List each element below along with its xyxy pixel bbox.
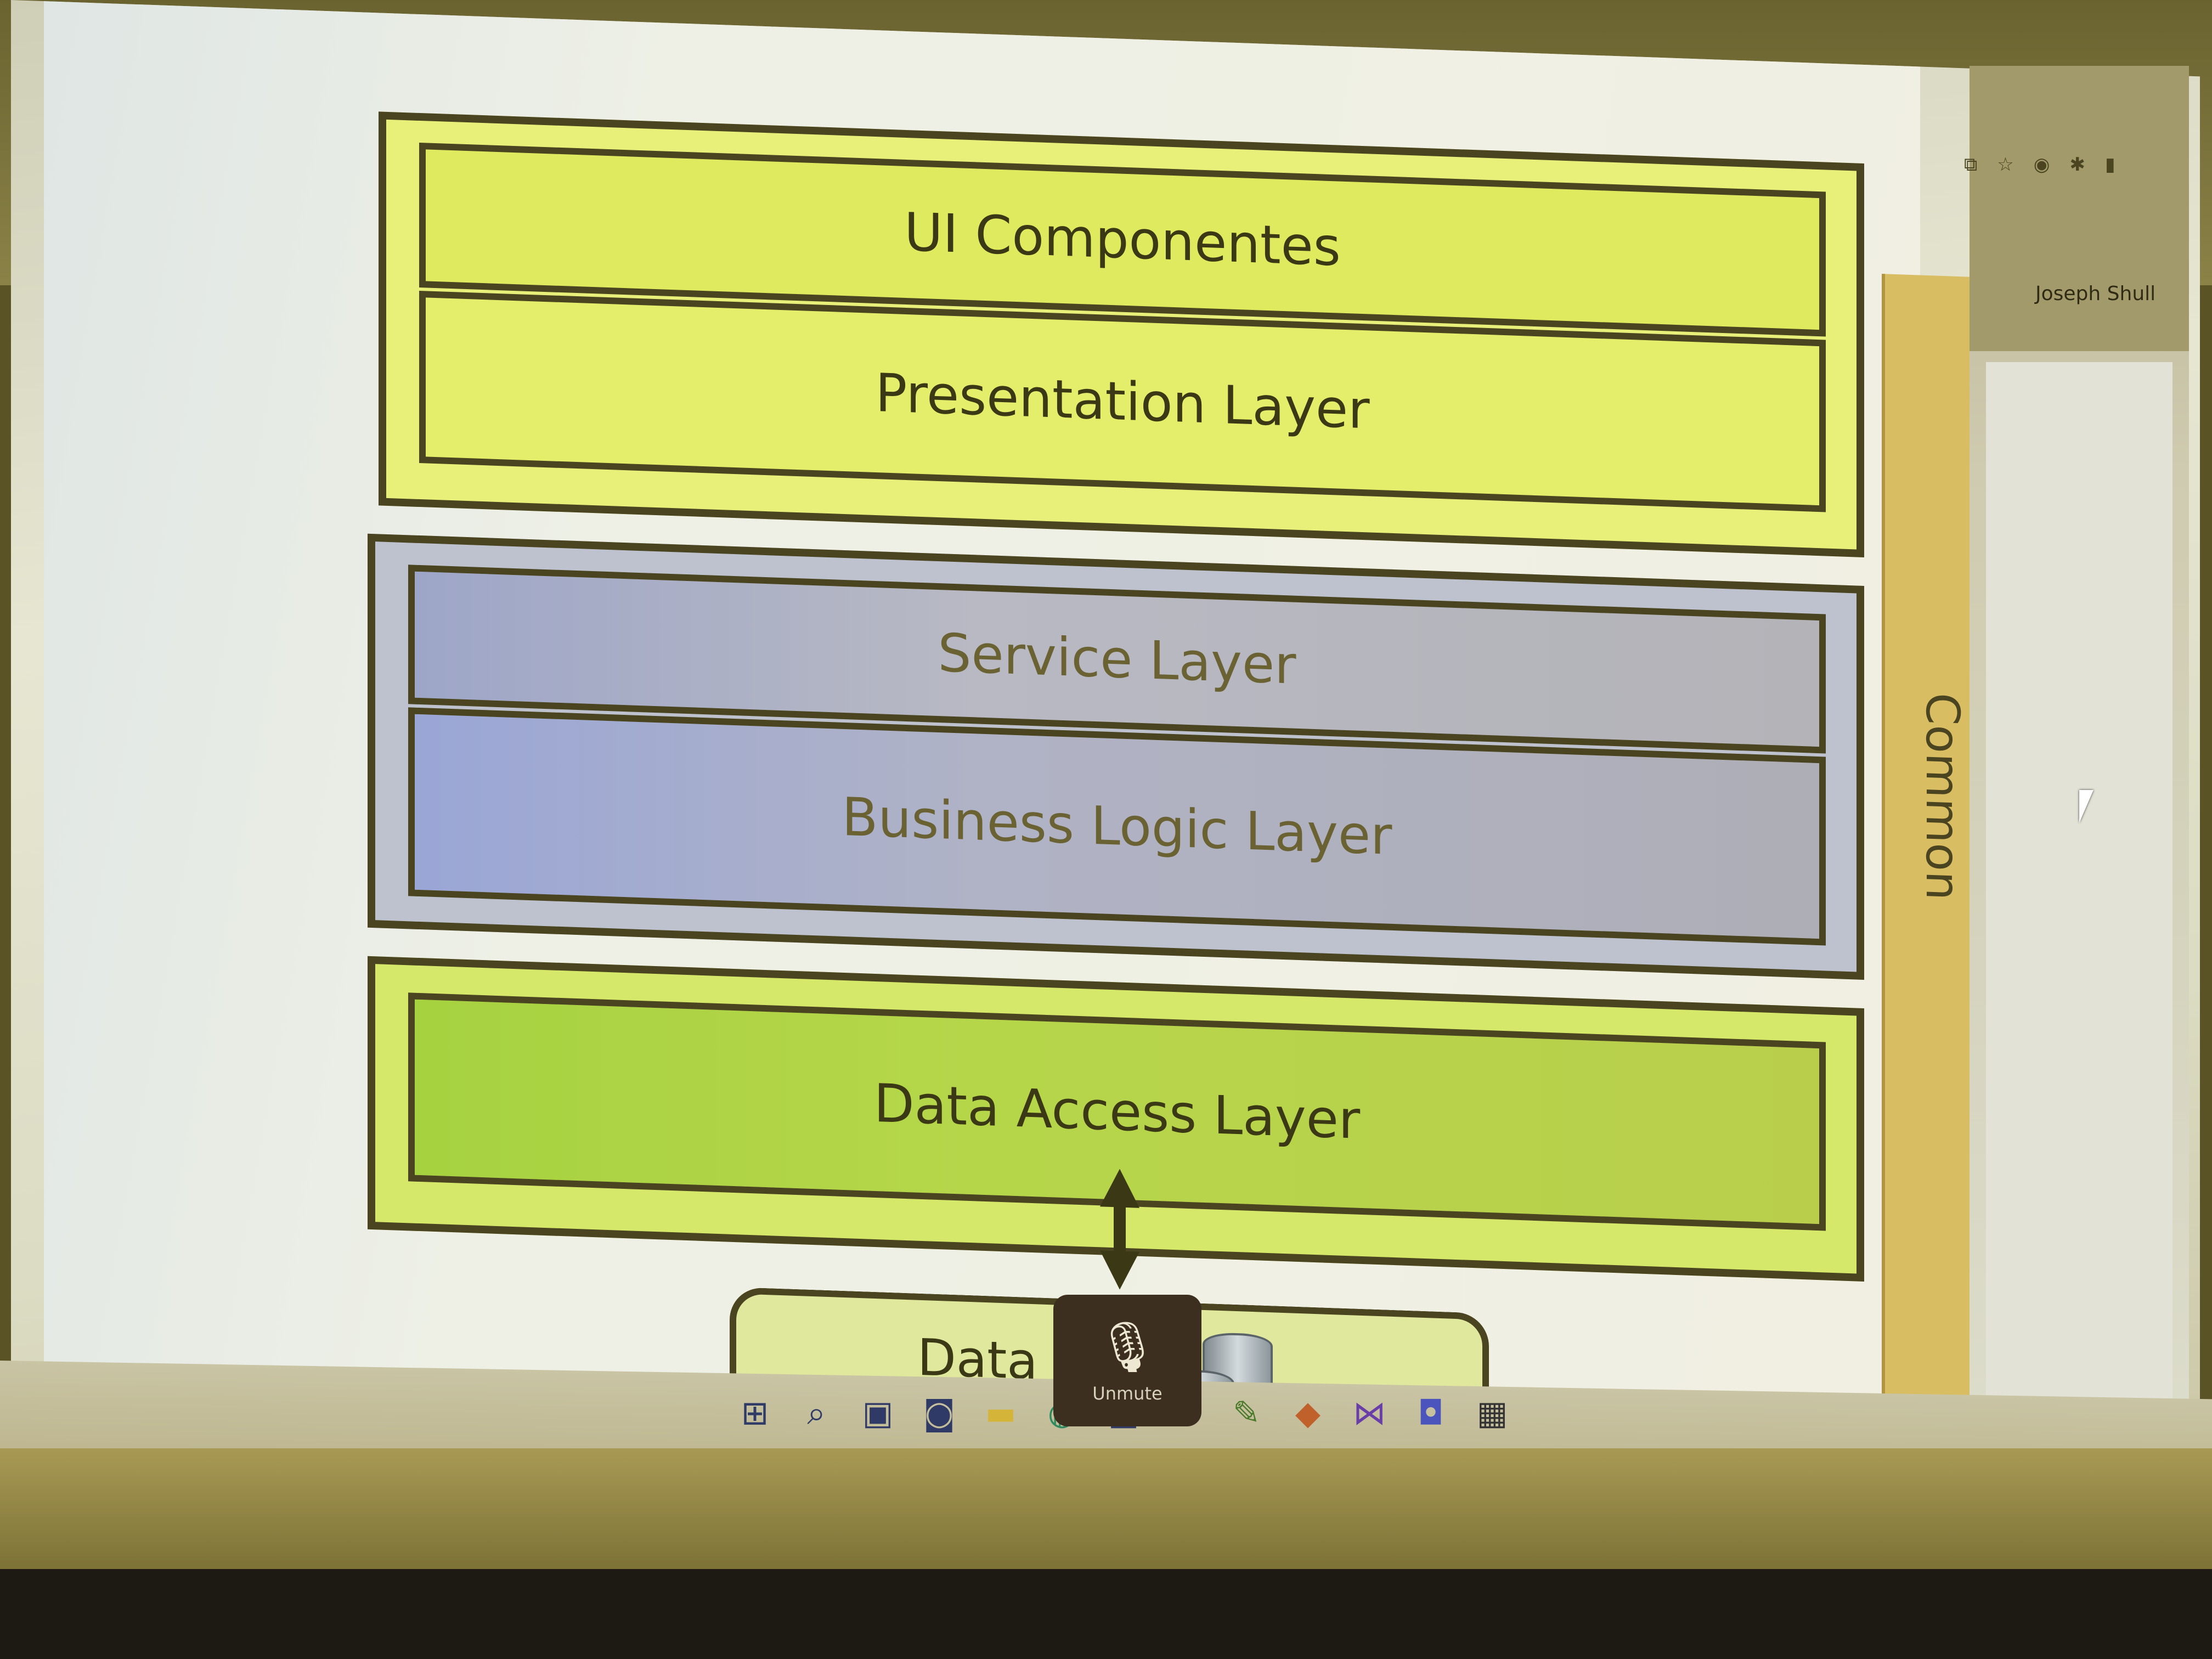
architecture-slide: UI Componentes Presentation Layer Servic… <box>44 1 1920 1496</box>
room-wall-bottom <box>0 1448 2212 1569</box>
mouse-cursor-icon <box>2079 790 2094 823</box>
business-logic-layer-label: Business Logic Layer <box>842 786 1392 867</box>
unmute-label: Unmute <box>1092 1383 1163 1404</box>
muted-microphone-icon: 🎙 <box>1096 1318 1159 1376</box>
share-icon[interactable]: ⧉ <box>1964 154 1978 176</box>
search-icon[interactable]: ⌕ <box>807 1394 826 1432</box>
business-group: Service Layer Business Logic Layer <box>368 533 1864 980</box>
datasource-arrow-down-head <box>1100 1250 1139 1290</box>
star-icon[interactable]: ☆ <box>1997 154 2014 176</box>
teams-icon[interactable]: ◘ <box>1418 1394 1444 1432</box>
unmute-button[interactable]: 🎙 Unmute <box>1053 1295 1201 1426</box>
file-explorer-icon[interactable]: ▬ <box>985 1394 1017 1432</box>
ui-components-label: UI Componentes <box>904 201 1341 278</box>
room-floor <box>0 1569 2212 1659</box>
chat-icon[interactable]: ◙ <box>923 1394 956 1432</box>
datasource-arrow-shaft <box>1114 1201 1126 1257</box>
visual-studio-icon[interactable]: ⋈ <box>1353 1394 1386 1432</box>
sidebar-icon[interactable]: ▮ <box>2104 154 2115 176</box>
browser-toolbar: ⧉ ☆ ◉ ✱ ▮ <box>1964 154 2115 176</box>
windows-start-icon[interactable]: ⊞ <box>741 1394 769 1432</box>
extension-icon[interactable]: ◉ <box>2033 154 2050 176</box>
presentation-group: UI Componentes Presentation Layer <box>379 111 1864 557</box>
meeting-panel-body <box>1986 362 2172 1437</box>
git-icon[interactable]: ◆ <box>1295 1394 1321 1432</box>
presentation-layer-label: Presentation Layer <box>875 362 1370 441</box>
calculator-icon[interactable]: ▦ <box>1476 1394 1508 1432</box>
data-access-layer-label: Data Access Layer <box>873 1072 1361 1151</box>
participant-name: Joseph Shull <box>2035 283 2156 305</box>
participant-tile[interactable]: Joseph Shull <box>1970 66 2189 351</box>
notepad-icon[interactable]: ✎ <box>1232 1394 1261 1432</box>
service-layer-label: Service Layer <box>938 622 1296 696</box>
meeting-panel: Joseph Shull <box>1970 66 2189 1437</box>
puzzle-icon[interactable]: ✱ <box>2069 154 2085 176</box>
task-view-icon[interactable]: ▣ <box>862 1394 894 1432</box>
